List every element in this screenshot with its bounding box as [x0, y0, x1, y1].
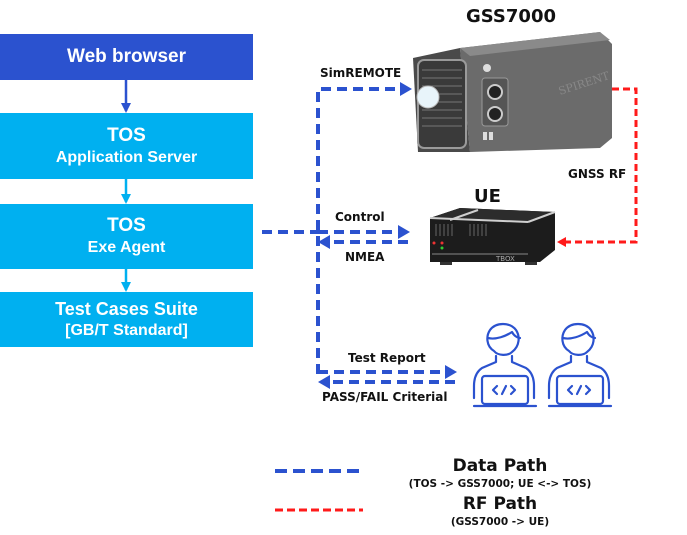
arrowhead-nmea [318, 235, 330, 249]
gss7000-title: GSS7000 [466, 6, 556, 27]
exe-agent-line2: Exe Agent [87, 239, 166, 256]
test-cases-suite-box: Test Cases Suite [GB/T Standard] [0, 292, 253, 347]
arrowhead-simremote [400, 82, 412, 96]
arrowhead-test-report [445, 365, 457, 379]
developer-with-laptop-icon [547, 322, 613, 408]
rf-line-gss-to-ue [566, 87, 638, 244]
test-suite-line1: Test Cases Suite [55, 299, 198, 319]
ue-title: UE [474, 186, 501, 207]
legend-data-path-title: Data Path [452, 456, 548, 476]
arrowhead-pass-fail [318, 375, 330, 389]
web-browser-label: Web browser [67, 46, 186, 67]
arrowhead-rf [557, 237, 566, 247]
legend-rf-path-subtitle: (GSS7000 -> UE) [450, 516, 550, 528]
test-report-label: Test Report [348, 351, 426, 365]
gss7000-device-image: SPIRENT [413, 32, 612, 152]
developer-with-laptop-icon [472, 322, 538, 408]
arrowhead-control [398, 225, 410, 239]
control-label: Control [335, 210, 385, 224]
app-server-line2: Application Server [55, 148, 198, 166]
exe-agent-line1: TOS [107, 215, 146, 236]
gnss-rf-label: GNSS RF [568, 167, 627, 181]
tos-exe-agent-box: TOS Exe Agent [0, 204, 253, 269]
app-server-line1: TOS [107, 124, 146, 146]
tos-application-server-box: TOS Application Server [0, 113, 253, 179]
nmea-label: NMEA [345, 250, 385, 264]
ue-tbox-device-image: TBOX [429, 208, 556, 265]
simremote-label: SimREMOTE [320, 66, 402, 80]
data-line-trunk [316, 87, 400, 374]
tbox-label-text: TBOX [495, 255, 515, 263]
pass-fail-label: PASS/FAIL Criterial [322, 390, 448, 404]
legend-rf-path-title: RF Path [462, 494, 538, 514]
test-suite-line2: [GB/T Standard] [65, 322, 188, 339]
web-browser-box: Web browser [0, 34, 253, 80]
legend-data-path-subtitle: (TOS -> GSS7000; UE <-> TOS) [408, 478, 592, 490]
